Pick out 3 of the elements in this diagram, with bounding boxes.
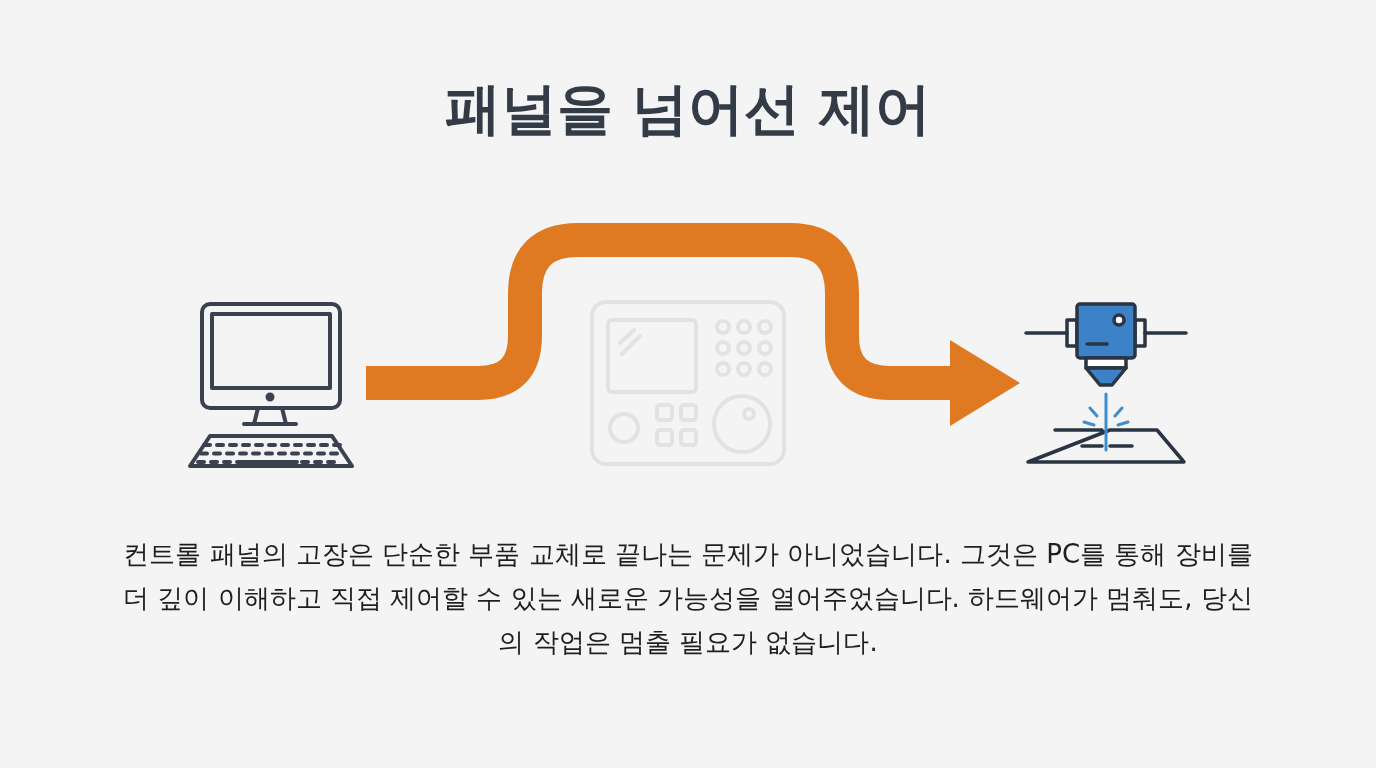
caption: 컨트롤 패널의 고장은 단순한 부품 교체로 끝나는 문제가 아니었습니다. 그것은 PC를 통해 장비를 더 깊이 이해하고 직접 제어할 수 있는 새로운 가능성을 열어주었습니다. 하드웨어가 멈춰도, 당신의 작업은 멈출 필요가 없습니다. — [123, 539, 1253, 657]
arrow — [366, 223, 1020, 426]
title: 패널을 넘어선 제어 — [443, 75, 933, 143]
